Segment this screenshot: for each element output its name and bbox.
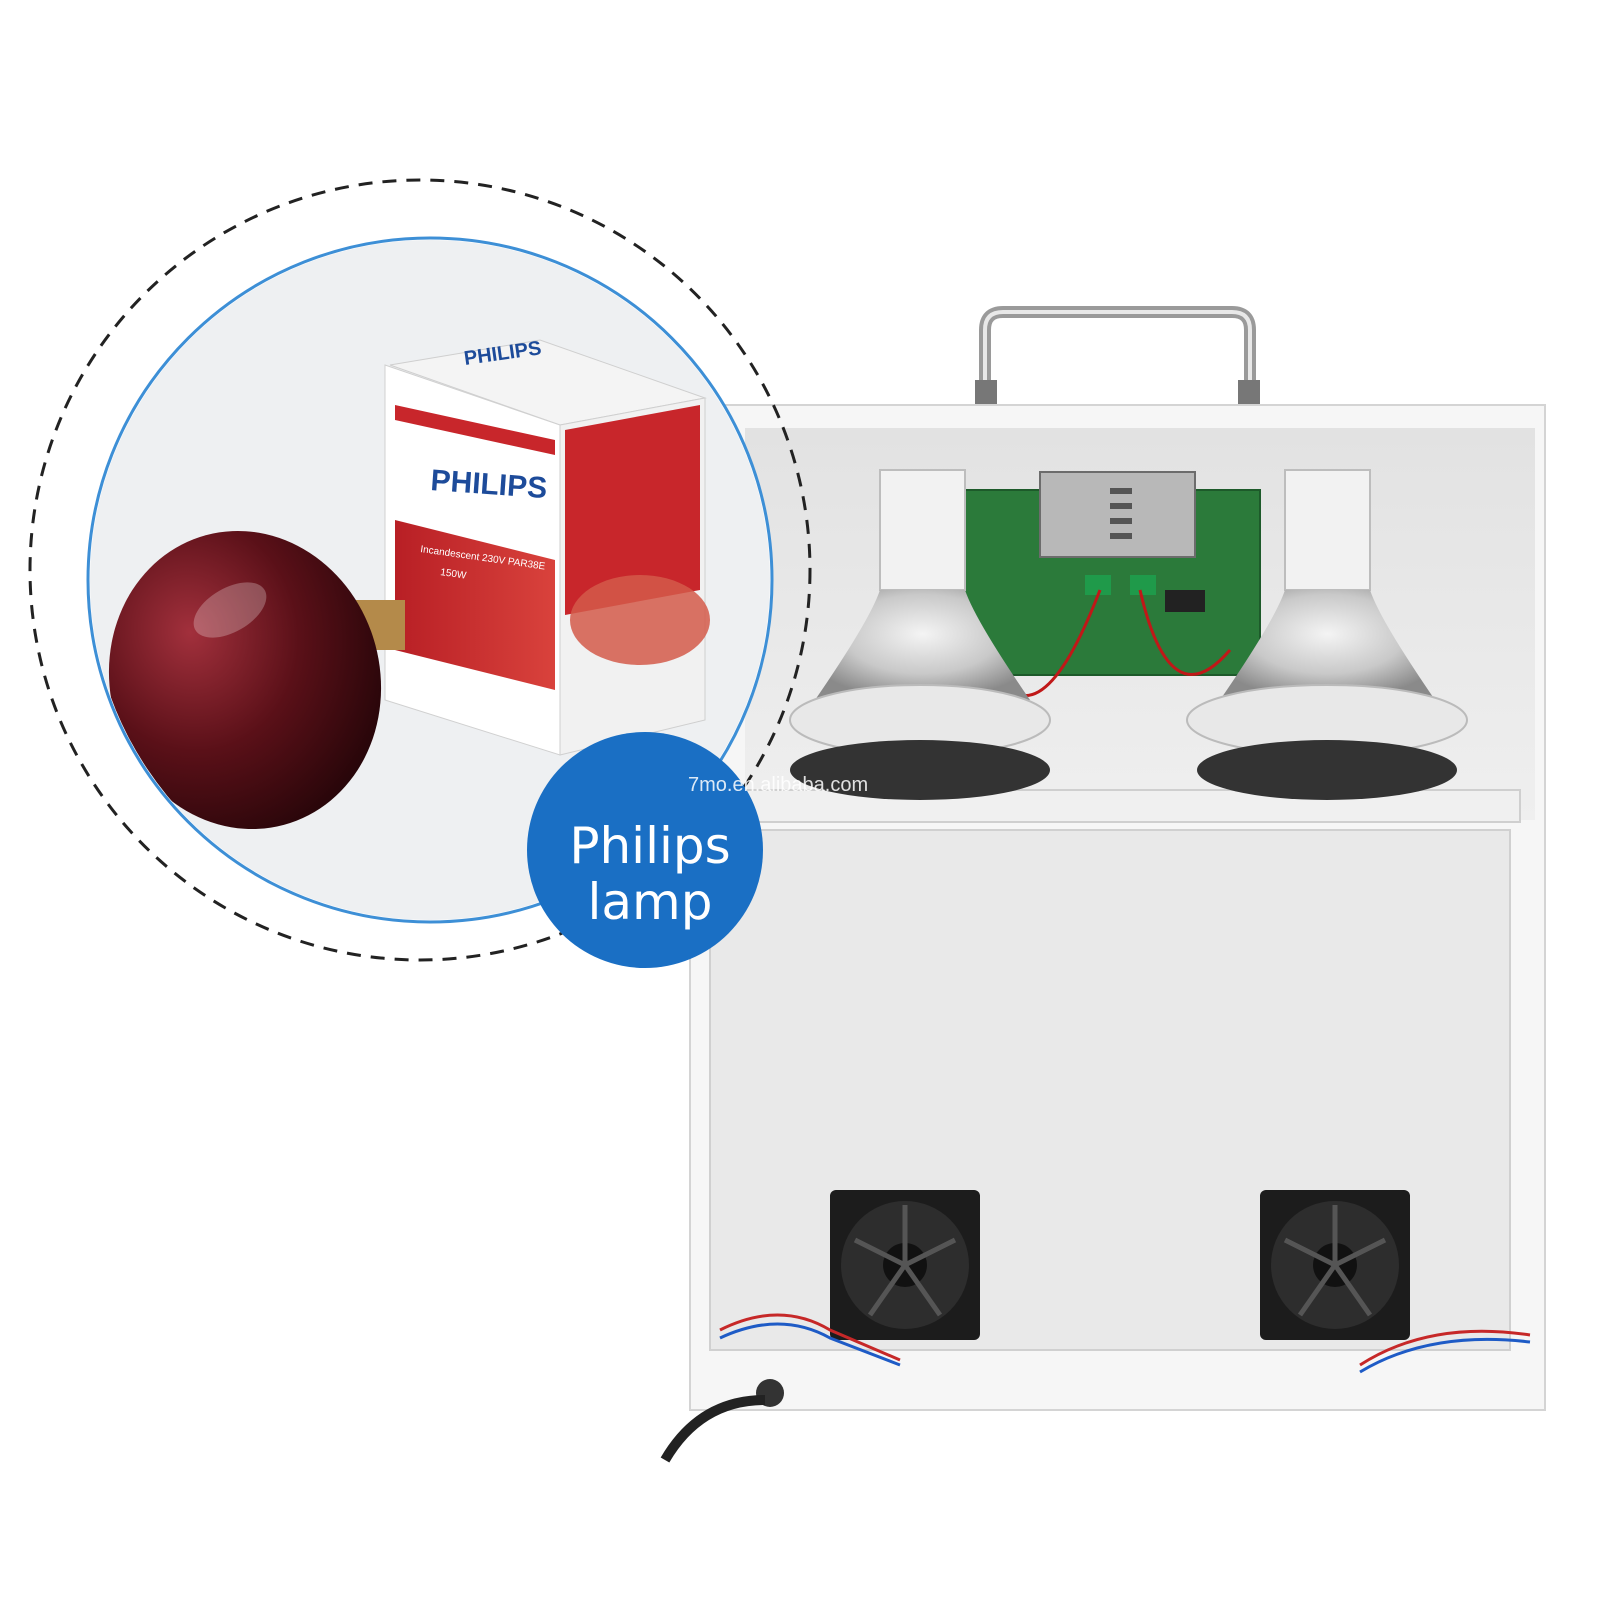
badge-label: Philips lamp — [540, 818, 760, 930]
box-brand-front: PHILIPS — [430, 464, 549, 505]
badge-circle — [527, 732, 763, 968]
circuit-board — [959, 471, 1261, 698]
badge-line-2: lamp — [587, 873, 713, 931]
watermark-text: 7mo.en.alibaba.com — [688, 774, 869, 796]
lamp-left — [789, 469, 1051, 800]
fan-icon — [830, 1190, 980, 1340]
badge-line-1: Philips — [569, 817, 731, 875]
fan-icon — [1260, 1190, 1410, 1340]
box-wattage: 150W — [440, 567, 468, 582]
lamp-right — [1186, 469, 1468, 800]
power-cord-icon — [660, 1379, 784, 1463]
handle-icon — [975, 306, 1260, 410]
infrared-bulb-icon — [108, 530, 405, 830]
